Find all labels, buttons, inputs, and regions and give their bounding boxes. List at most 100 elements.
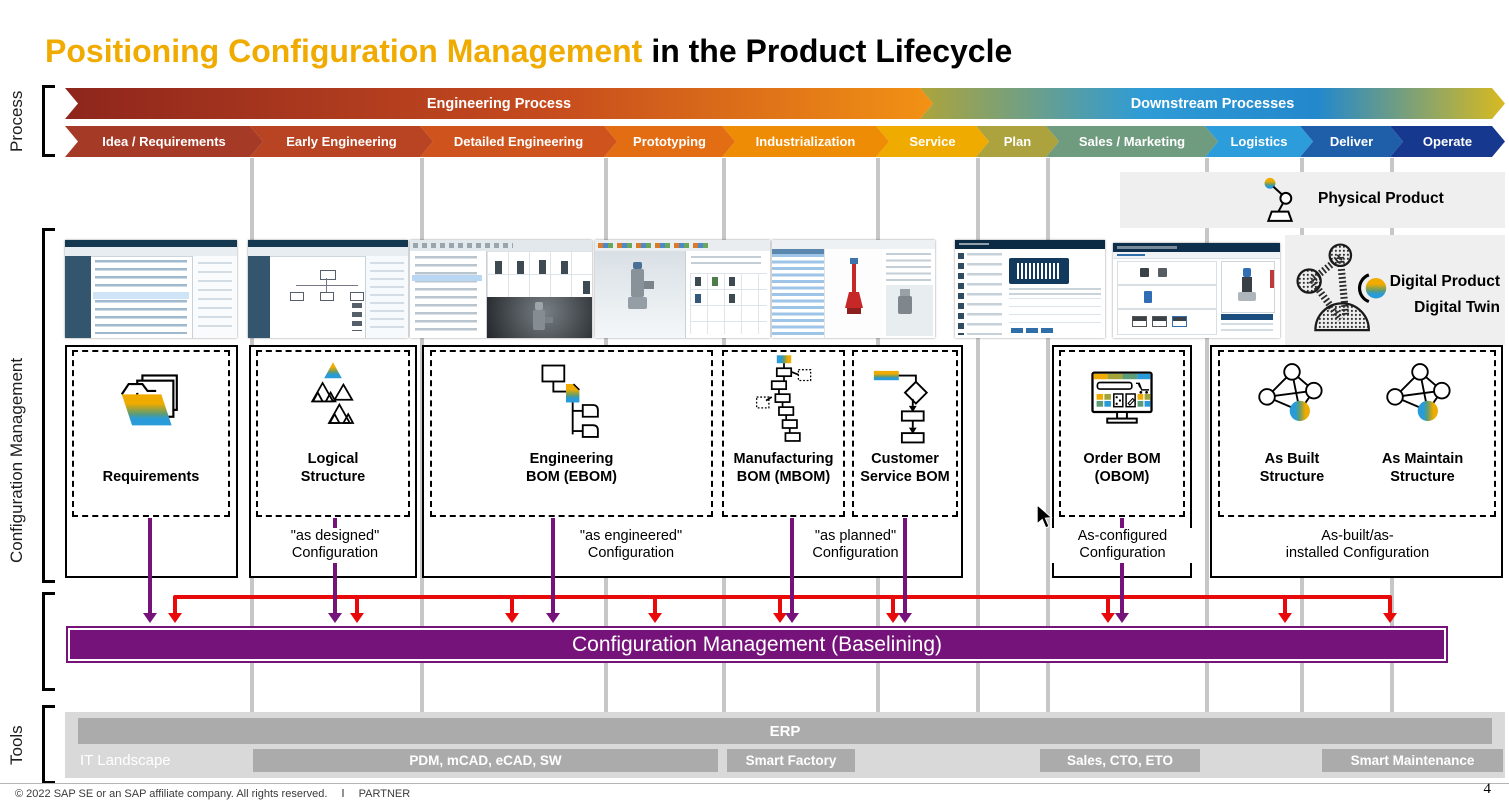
phase-label: Detailed Engineering [453, 134, 584, 149]
as-built-label: As Built Structure [1259, 451, 1325, 486]
red-baseline-arrow [1106, 597, 1110, 613]
grid-line [1205, 158, 1209, 778]
red-baseline-arrow [778, 597, 782, 613]
phase-label: Prototyping [633, 134, 706, 149]
mock-shell-bar [1113, 243, 1280, 252]
phase-plan: Plan [976, 126, 1059, 157]
mock-red-tab [1270, 270, 1274, 288]
mock-parts-grid [690, 273, 767, 334]
red-baseline-arrow-head [1383, 613, 1397, 623]
mock-valve-cap [535, 302, 543, 310]
mock-panel-lines [370, 262, 404, 332]
mock-button [1026, 328, 1038, 333]
phase-deliver: Deliver [1300, 126, 1403, 157]
phase-label: Operate [1422, 134, 1473, 149]
mbom-label: Manufacturing BOM (MBOM) [733, 451, 834, 486]
mock-detail-panel [192, 256, 237, 338]
mock-breadcrumb-bar [1113, 252, 1280, 259]
mock-shell-bar [248, 240, 408, 247]
screenshot-cad-viewer-app [595, 240, 770, 338]
it-landscape-label: IT Landscape [80, 752, 171, 769]
configuration-bracket-baseline [42, 592, 55, 691]
screenshot-service-bom-cad-app [772, 240, 935, 338]
phase-industrialization: Industrialization [722, 126, 889, 157]
mock-option-section [1117, 261, 1217, 285]
phase-label: Plan [1003, 134, 1032, 149]
mock-blue-list [772, 254, 824, 338]
mock-part [517, 261, 524, 274]
mock-menu [1117, 246, 1177, 249]
grid-line [976, 158, 980, 778]
mock-node-chain [352, 303, 362, 331]
mock-part [695, 277, 701, 286]
footer-divider [0, 783, 1509, 784]
phase-label: Sales / Marketing [1078, 134, 1186, 149]
red-baseline-arrow [653, 597, 657, 613]
mock-table-rows [1009, 298, 1101, 326]
mock-selected-row [93, 292, 189, 299]
mock-barcode-card [1009, 258, 1069, 284]
phase-label: Deliver [1329, 134, 1374, 149]
configuration-management-baselining-bar: Configuration Management (Baselining) [66, 626, 1448, 663]
page-title-rest: in the Product Lifecycle [651, 33, 1013, 70]
requirements-folder-icon [120, 374, 178, 426]
mock-footer-bar [1221, 314, 1273, 320]
erp-bar: ERP [78, 718, 1492, 744]
mock-option-section [1117, 309, 1217, 335]
mock-option-section [1117, 285, 1217, 309]
logical-structure-label: Logical Structure [300, 451, 366, 486]
logical-structure-tree-icon [310, 362, 355, 424]
ebom-document-tree-icon [541, 364, 599, 438]
mock-option-tile-selected [1144, 291, 1152, 303]
grid-line [1046, 158, 1050, 778]
mock-valve-cap [850, 258, 858, 264]
mock-valve-body [1242, 277, 1252, 292]
phase-label: Early Engineering [286, 134, 397, 149]
as-configured-configuration-label: As-configured Configuration [1052, 528, 1193, 563]
sales-cto-eto-bar: Sales, CTO, ETO [1040, 749, 1200, 772]
digital-product-box: Digital Product Digital Twin [1285, 235, 1505, 345]
red-baseline-arrow [355, 597, 359, 613]
purple-baseline-arrow-head [1115, 613, 1129, 623]
mock-barcode [1017, 263, 1061, 279]
as-built-maintain-dashed-box [1218, 350, 1496, 517]
mock-valve-body [845, 292, 863, 308]
mock-3d-viewport [824, 249, 884, 338]
mock-valve-base [847, 308, 861, 314]
mouse-cursor [1036, 505, 1053, 529]
mock-valve-body [533, 310, 545, 330]
phase-logistics: Logistics [1205, 126, 1313, 157]
mock-toolbar [248, 247, 408, 257]
robot-arm-icon [1264, 177, 1294, 222]
mock-shell-bar [65, 240, 237, 247]
red-baseline-arrow-head [1101, 613, 1115, 623]
csbom-flowchart-icon [873, 370, 929, 444]
purple-baseline-arrow [790, 518, 794, 613]
downstream-processes-label: Downstream Processes [1130, 95, 1295, 112]
baseline-red-line [173, 595, 1392, 599]
red-baseline-arrow [173, 597, 177, 613]
red-baseline-arrow [1283, 597, 1287, 613]
as-maintain-label: As Maintain Structure [1381, 451, 1464, 486]
phase-service: Service [876, 126, 989, 157]
as-built-network-icon [1258, 363, 1323, 422]
downstream-processes-bar: Downstream Processes [920, 88, 1505, 119]
mock-shell-bar [955, 240, 1105, 249]
mock-preview-panel [1221, 261, 1275, 313]
requirements-label: Requirements [102, 469, 200, 485]
mock-button [1011, 328, 1023, 333]
obom-monitor-icon [1091, 371, 1153, 424]
erp-label: ERP [769, 722, 801, 740]
pdm-label: PDM, mCAD, eCAD, SW [409, 753, 562, 768]
red-baseline-arrow-head [1278, 613, 1292, 623]
engineering-process-bar: Engineering Process [65, 88, 933, 119]
mock-sidebar [65, 256, 91, 338]
baselining-bar-label: Configuration Management (Baselining) [571, 632, 943, 656]
mock-breadcrumb [1117, 254, 1145, 256]
mock-3d-viewport [487, 297, 592, 338]
mock-icon-column [958, 253, 964, 335]
screenshot-cad-pdm-app [410, 240, 592, 338]
as-engineered-configuration-label: "as engineered" Configuration [579, 528, 683, 562]
